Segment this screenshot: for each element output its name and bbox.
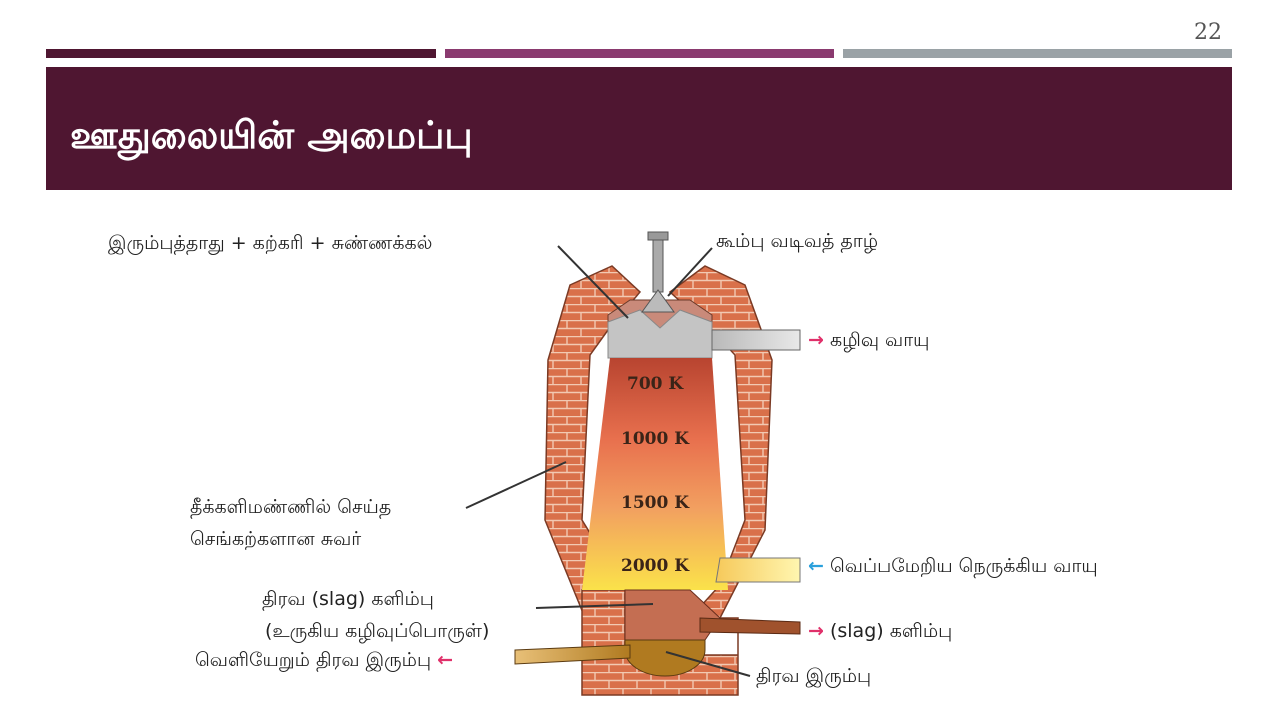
label-slag-line1: திரவ (slag) களிம்பு: [262, 588, 434, 610]
waste-gas-pipe: [711, 329, 801, 351]
molten-iron-pool: [624, 639, 706, 677]
slag-out-text: (slag) களிம்பு: [829, 620, 953, 642]
page-number: 22: [1194, 20, 1222, 45]
label-charge: இரும்புத்தாது + கற்கரி + சுண்ணக்கல்: [108, 232, 433, 254]
hot-air-text: வெப்பமேறிய நெருக்கிய வாயு: [829, 555, 1098, 577]
label-waste-gas: → கழிவு வாயு: [808, 331, 929, 350]
slag-outlet-pipe: [699, 617, 801, 635]
label-wall-line2: செங்கற்களான சுவர்: [190, 528, 362, 550]
slide-title: ஊதுலையின் அமைப்பு: [70, 113, 473, 157]
furnace-shaft: [582, 358, 728, 590]
temp-1500: 1500 K: [621, 493, 690, 513]
cone-hopper: [641, 231, 675, 313]
label-hot-air: ← வெப்பமேறிய நெருக்கிய வாயு: [808, 557, 1098, 576]
label-cone-hopper: கூம்பு வடிவத் தாழ்: [716, 230, 879, 252]
waste-gas-text: கழிவு வாயு: [829, 329, 930, 351]
label-slag-out: → (slag) களிம்பு: [808, 622, 952, 641]
header-bar-dark: [46, 49, 436, 58]
iron-out-text: வெளியேறும் திரவ இரும்பு: [195, 649, 432, 671]
iron-outlet-pipe: [514, 644, 631, 665]
arrow-left-icon: ←: [437, 649, 454, 671]
temp-700: 700 K: [627, 374, 684, 394]
temp-2000: 2000 K: [621, 556, 690, 576]
temp-1000: 1000 K: [621, 429, 690, 449]
arrow-right-icon: →: [808, 620, 824, 642]
leader-lines: [465, 245, 751, 677]
arrow-left-icon: ←: [808, 555, 824, 577]
hot-air-pipe: [715, 557, 801, 583]
label-wall-line1: தீக்களிமண்ணில் செய்த: [190, 496, 392, 518]
label-molten-iron: திரவ இரும்பு: [756, 665, 872, 687]
label-iron-out: வெளியேறும் திரவ இரும்பு ←: [195, 651, 453, 670]
label-slag-line2: (உருகிய கழிவுப்பொருள்): [265, 620, 490, 642]
title-band: ஊதுலையின் அமைப்பு: [46, 67, 1232, 190]
header-bar-purple: [445, 49, 834, 58]
header-bar-gray: [843, 49, 1232, 58]
arrow-right-icon: →: [808, 329, 824, 351]
